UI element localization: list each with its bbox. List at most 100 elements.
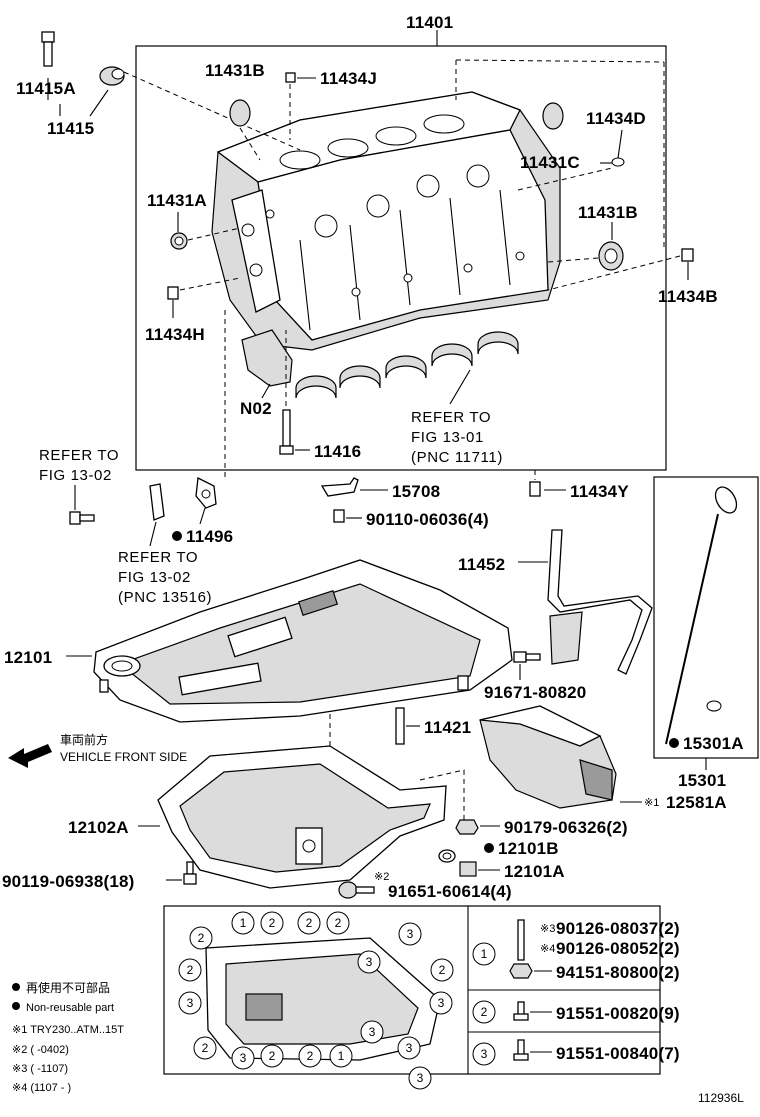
part-11434D-ring xyxy=(611,157,625,167)
stud-90126-icon xyxy=(517,919,525,961)
label-90179: 90179-06326(2) xyxy=(504,818,628,837)
part-11421-stud xyxy=(395,707,405,745)
direction-en: VEHICLE FRONT SIDE xyxy=(60,750,187,764)
label-90126-08052: 90126-08052(2) xyxy=(556,939,680,958)
pan-bolt-circle xyxy=(298,1044,322,1068)
pan-bolt-circle-label: 2 xyxy=(269,1049,276,1063)
pan-bolt-circle-label: 2 xyxy=(198,931,205,945)
pan-bolt-circle-label: 1 xyxy=(338,1049,345,1063)
pan-bolt-circle xyxy=(189,926,213,950)
part-15708-oil-jet xyxy=(320,477,359,523)
pan-bolt-circle xyxy=(260,1044,284,1068)
pan-bolt-circle xyxy=(398,922,422,946)
mark-2-91651: ※2 xyxy=(374,871,389,883)
legend-note-2: ※2 ( -0402) xyxy=(12,1044,69,1056)
leader-ref-1302b xyxy=(149,521,157,547)
nut-94151-icon xyxy=(509,963,533,979)
label-11431B-top: 11431B xyxy=(205,61,265,80)
label-11421: 11421 xyxy=(424,718,471,737)
part-11431C-plug xyxy=(542,102,564,130)
ref-1302b-line2: FIG 13-02 xyxy=(118,569,191,586)
block-assembly-frame xyxy=(135,45,667,471)
part-15301-dipstick xyxy=(665,486,738,745)
leader-N02 xyxy=(261,383,271,399)
part-11415A-bolt xyxy=(41,31,55,67)
pan-bolt-circle xyxy=(231,911,255,935)
part-11496-gasket xyxy=(195,477,217,509)
label-91651: 91651-60614(4) xyxy=(388,882,512,901)
part-11416-bolt xyxy=(279,409,294,455)
label-90110: 90110-06036(4) xyxy=(366,510,489,529)
part-11431B-top xyxy=(229,99,251,127)
label-11434Y: 11434Y xyxy=(570,482,629,501)
part-11415-fitting xyxy=(99,66,125,86)
nonreusable-dot-11496 xyxy=(172,531,182,541)
label-11434D: 11434D xyxy=(586,109,646,128)
label-12102A: 12102A xyxy=(68,818,129,837)
part-11434J-pin xyxy=(285,72,296,83)
pan-bolt-circle xyxy=(329,1044,353,1068)
label-11434B: 11434B xyxy=(658,287,718,306)
pan-bolt-circle xyxy=(397,1036,421,1060)
pan-bolt-circle xyxy=(360,1020,384,1044)
main-bearing-set xyxy=(295,331,519,399)
label-11431B-right: 11431B xyxy=(578,203,638,222)
nonreusable-dot-15301A xyxy=(669,738,679,748)
front-arrow-icon xyxy=(8,744,52,768)
dash-11434H xyxy=(179,277,241,291)
pan-bolt-circle xyxy=(297,911,321,935)
ref-1302b-line3: (PNC 13516) xyxy=(118,589,212,606)
part-11431B-right-hole xyxy=(604,248,618,264)
pan-bolt-pattern-block xyxy=(245,993,283,1021)
diagram-id: 112936L xyxy=(698,1091,744,1105)
label-12101B: 12101B xyxy=(498,839,559,858)
bolt-91551-00840-icon xyxy=(513,1039,529,1061)
pan-bolt-circle-label: 3 xyxy=(240,1051,247,1065)
label-11431C: 11431C xyxy=(520,153,580,172)
label-94151: 94151-80800(2) xyxy=(556,963,680,982)
label-90119: 90119-06938(18) xyxy=(2,872,135,891)
part-11434H-pin xyxy=(167,286,179,300)
pan-bolt-circle xyxy=(357,950,381,974)
label-91551-00820: 91551-00820(9) xyxy=(556,1004,680,1023)
label-91671: 91671-80820 xyxy=(484,683,586,702)
ref-1301-line2: FIG 13-01 xyxy=(411,429,484,446)
pan-bolt-circle-label: 2 xyxy=(269,916,276,930)
leader-11496 xyxy=(199,507,206,525)
label-11416: 11416 xyxy=(314,442,361,461)
part-12102A-lower-pan xyxy=(157,745,447,889)
legend-dot-en xyxy=(12,1002,20,1010)
dipstick-frame xyxy=(653,476,759,759)
pan-bolt-circle-label: 3 xyxy=(438,996,445,1010)
label-11496: 11496 xyxy=(186,527,233,546)
pan-bolt-circle-label: 3 xyxy=(366,955,373,969)
pan-bolt-circle xyxy=(178,958,202,982)
label-12101A: 12101A xyxy=(504,862,565,881)
pan-bolt-circle xyxy=(326,911,350,935)
label-90126-08037: 90126-08037(2) xyxy=(556,919,680,938)
legend-note-3: ※3 ( -1107) xyxy=(12,1063,68,1075)
label-11415: 11415 xyxy=(47,119,94,138)
mark-4: ※4 xyxy=(540,943,555,955)
part-11434B-pin xyxy=(681,248,694,262)
part-12101A-plug xyxy=(459,861,477,877)
part-12101-upper-pan xyxy=(93,559,513,723)
label-91551-00840: 91551-00840(7) xyxy=(556,1044,680,1063)
bolt-key-3-label: 3 xyxy=(481,1047,488,1061)
mark-1-12581A: ※1 xyxy=(644,797,659,809)
label-15708: 15708 xyxy=(392,482,440,501)
legend-dot-jp xyxy=(12,983,20,991)
pan-bolt-circle xyxy=(408,1066,432,1090)
dash-11434J xyxy=(239,84,291,161)
legend-reuse-en: Non-reusable part xyxy=(26,1002,114,1014)
label-15301A: 15301A xyxy=(683,734,744,753)
pan-bolt-circle xyxy=(429,991,453,1015)
label-11434H: 11434H xyxy=(145,325,205,344)
pan-bolt-circle xyxy=(178,991,202,1015)
pan-bolt-circle xyxy=(231,1046,255,1070)
pan-bolt-circle-label: 2 xyxy=(187,963,194,977)
dash-lower-pan xyxy=(329,712,465,820)
part-12581A-baffle xyxy=(479,705,617,809)
